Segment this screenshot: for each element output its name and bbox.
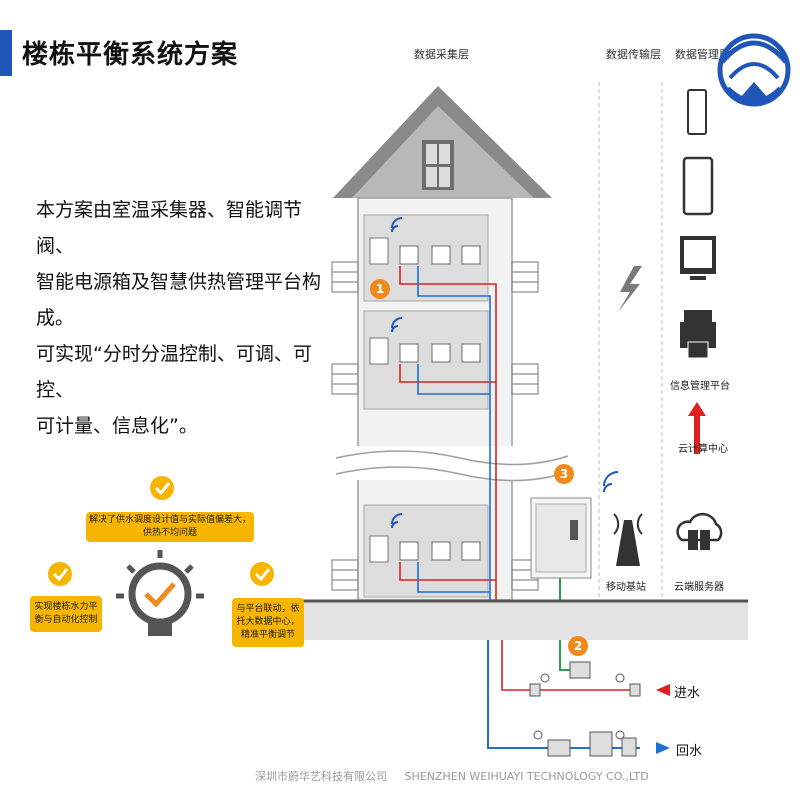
footer: 深圳市蔚华艺科技有限公司 SHENZHEN WEIHUAYI TECHNOLOG…	[255, 768, 649, 784]
footer-company-cn: 深圳市蔚华艺科技有限公司	[255, 770, 387, 783]
layer-label-management: 数据管理层	[675, 48, 730, 61]
layer-label-collection: 数据采集层	[414, 48, 469, 61]
tablet-icon	[682, 156, 714, 216]
base-station-icon	[613, 513, 643, 566]
label-info-platform: 信息管理平台	[670, 381, 730, 392]
printer-icon	[680, 310, 716, 359]
label-cloud-server: 云端服务器	[674, 582, 724, 593]
up-arrow-icon	[688, 402, 706, 454]
page-title: 楼栋平衡系统方案	[22, 40, 239, 70]
marker-3: 3	[559, 467, 569, 481]
smart-regulating-valve	[529, 661, 641, 757]
check-icons	[48, 476, 274, 586]
label-base-station: 移动基站	[606, 582, 646, 593]
intro-line-3: 可实现“分时分温控制、可调、可控、	[36, 343, 312, 401]
benefit-left: 实现楼栋水力平衡与自动化控制	[30, 596, 102, 632]
benefit-top: 解决了供水调度设计值与实际值偏差大，供热不均问题	[86, 512, 254, 542]
label-water-out: 回水	[676, 744, 703, 759]
label-cloud-computing: 云计算中心	[678, 444, 728, 455]
intro-line-4: 可计量、信息化”。	[36, 415, 198, 437]
roof	[333, 86, 552, 198]
monitor-icon	[680, 236, 716, 280]
company-logo	[717, 33, 791, 107]
marker-1: 1	[375, 282, 385, 296]
lightning-icon	[618, 266, 642, 312]
smart-power-box	[530, 497, 592, 579]
title-accent-bar	[0, 30, 12, 76]
lightbulb-icon	[116, 550, 204, 636]
footer-company-en: SHENZHEN WEIHUAYI TECHNOLOGY CO.,LTD	[404, 770, 649, 783]
phone-icon	[687, 89, 707, 135]
intro-line-2: 智能电源箱及智慧供热管理平台构成。	[36, 271, 322, 329]
benefit-right: 与平台联动，依托大数据中心，精准平衡调节	[232, 598, 304, 647]
cloud-server-icon	[676, 512, 723, 550]
room-temp-collectors	[369, 217, 403, 563]
intro-line-1: 本方案由室温采集器、智能调节阀、	[36, 199, 303, 257]
label-water-in: 进水	[674, 686, 701, 701]
intro-text: 本方案由室温采集器、智能调节阀、 智能电源箱及智慧供热管理平台构成。 可实现“分…	[36, 192, 336, 444]
wifi-icon	[603, 471, 619, 493]
flow-arrows	[656, 684, 670, 754]
marker-2: 2	[573, 639, 583, 653]
layer-label-transmission: 数据传输层	[606, 48, 661, 61]
